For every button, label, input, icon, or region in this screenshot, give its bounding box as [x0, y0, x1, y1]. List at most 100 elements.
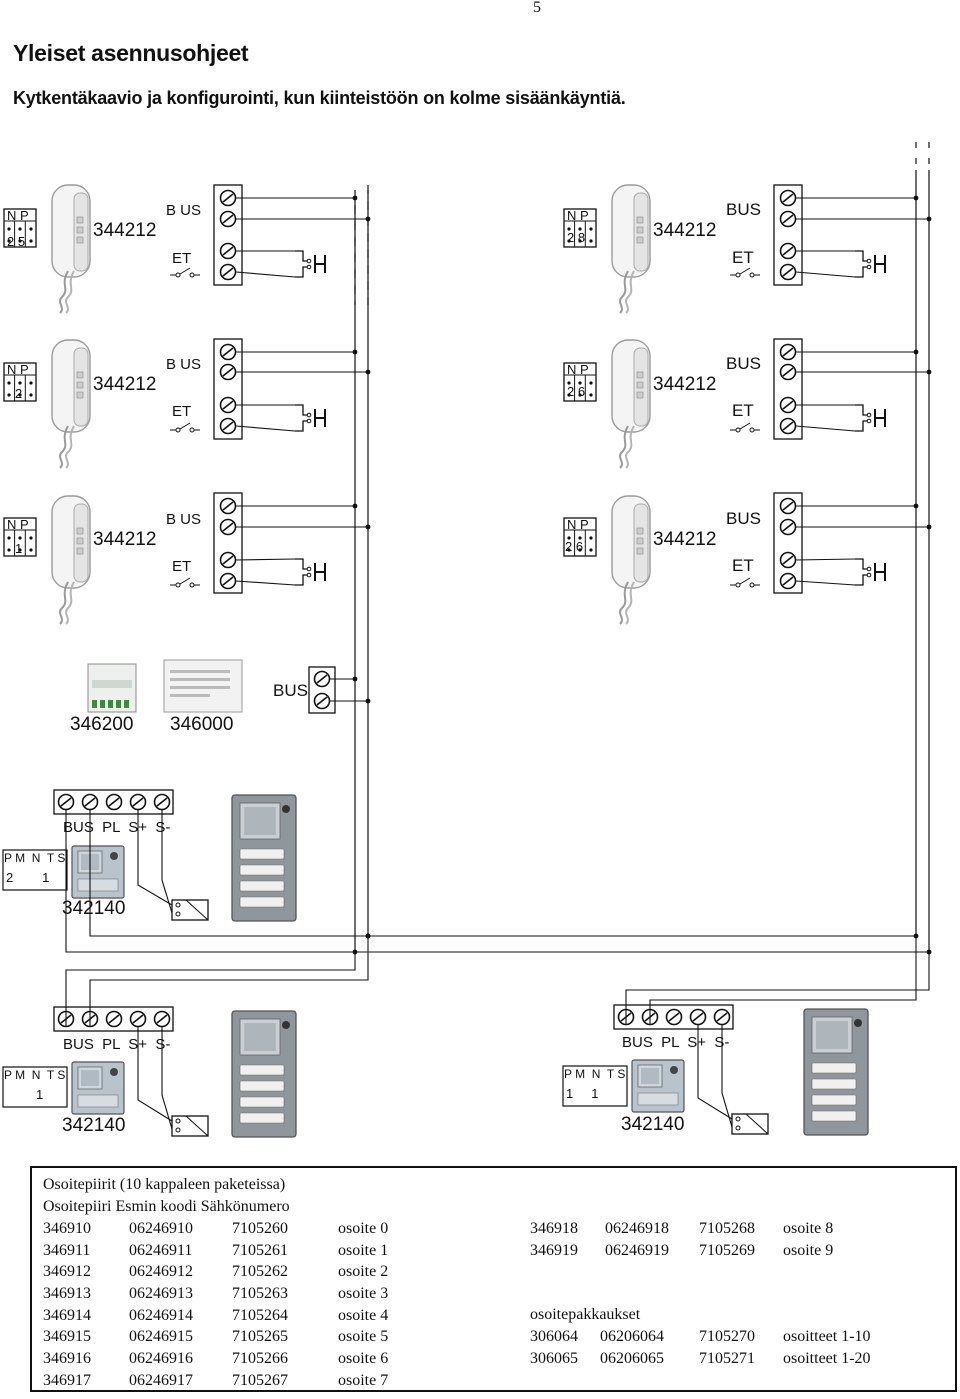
table-row: 306065 06206065 7105271 osoitteet 1-20 [530, 1350, 893, 1372]
page-title: Yleiset asennusohjeet [13, 40, 249, 66]
handset-model: 344212 [653, 529, 716, 550]
terminal-labels: BUS PL S+ S- [622, 1034, 729, 1051]
table-cell: osoite 2 [338, 1263, 389, 1281]
np-label: N P [7, 362, 29, 377]
table-cell: 06246916 [129, 1350, 193, 1368]
table-cell: 7105265 [232, 1328, 288, 1346]
table-cell: 346918 [530, 1220, 578, 1237]
table-cell: 7105266 [232, 1350, 288, 1368]
np-values: 1 [15, 541, 22, 556]
table-cell: 06246915 [129, 1328, 193, 1346]
table-cell: 06246910 [129, 1220, 193, 1237]
legend-columns-heading: Osoitepiiri Esmin koodi Sähkönumero [43, 1198, 290, 1215]
pmnts-values: 1 [36, 1087, 43, 1102]
entrance-panel-2: BUS PL S+ S- P M N T S 1 342140 [2, 936, 369, 1138]
table-cell: 346914 [43, 1306, 91, 1324]
table-cell: 7105261 [232, 1241, 288, 1259]
dashed-continuation-left [354, 185, 369, 305]
bus-label: B US [166, 356, 201, 373]
bus-wires-left [354, 190, 369, 952]
table-cell: 06246912 [129, 1263, 193, 1281]
entrance-panel-1: BUS PL S+ S- P M N T S 2 1 342140 [2, 789, 932, 955]
table-cell: osoite 1 [338, 1241, 389, 1259]
pmnts-label: P M N T S [4, 1068, 65, 1082]
table-cell: 346910 [43, 1220, 91, 1237]
table-cell: osoite 9 [783, 1241, 834, 1259]
dashed-continuation-right [915, 142, 930, 170]
table-cell: osoite 6 [338, 1350, 389, 1368]
table-cell: 06246913 [129, 1285, 193, 1303]
np-label: N P [7, 517, 29, 532]
packages-title: osoitepakkaukset [530, 1306, 641, 1323]
bus-label: BUS [726, 200, 761, 219]
table-cell: 7105262 [232, 1263, 288, 1281]
table-cell: 7105270 [699, 1328, 755, 1345]
entrance-panel-3: BUS PL S+ S- P M N T S 1 1 342140 [562, 936, 930, 1136]
panel-model: 342140 [621, 1114, 684, 1135]
address-table-left: 346910 06246910 7105260 osoite 0 346911 06246… [43, 1220, 418, 1394]
table-cell: 06206065 [600, 1349, 664, 1367]
np-values: 2 6 [567, 384, 585, 399]
handset-model: 344212 [653, 220, 716, 241]
pmnts-values: 1 1 [566, 1086, 599, 1101]
table-cell: 346915 [43, 1328, 91, 1346]
table-cell: 06246919 [605, 1241, 669, 1259]
handset-model: 344212 [93, 529, 156, 550]
power-bus-label: BUS [273, 681, 308, 700]
table-cell: 7105268 [699, 1220, 755, 1237]
handset-labels: 344212 N P 2 5 B US ET 344212 N P 2 B US… [7, 200, 761, 575]
table-cell: osoite 0 [338, 1220, 389, 1237]
address-legend: Osoitepiirit (10 kappaleen paketeissa) O… [30, 1166, 957, 1392]
wiring-diagram: 344212 N P 2 5 B US ET 344212 N P 2 B US… [2, 142, 932, 1138]
table-row: 346914 06246914 7105264 osoite 4 [43, 1307, 418, 1329]
bus-wires-right [915, 170, 930, 952]
table-cell: 306065 [530, 1349, 578, 1367]
table-row: 346913 06246913 7105263 osoite 3 [43, 1285, 418, 1307]
np-values: 2 6 [565, 539, 583, 554]
table-cell: 06246914 [129, 1306, 193, 1324]
panel-model: 342140 [62, 1115, 125, 1136]
handset-unit [3, 184, 932, 625]
table-cell: 7105260 [232, 1220, 288, 1237]
table-cell: osoite 3 [338, 1285, 389, 1303]
et-label: ET [172, 250, 191, 267]
et-label: ET [732, 556, 754, 575]
et-label: ET [732, 401, 754, 420]
table-cell: 7105269 [699, 1241, 755, 1259]
np-values: 2 8 [567, 230, 585, 245]
table-row: 346910 06246910 7105260 osoite 0 [43, 1220, 418, 1242]
table-cell: 346911 [43, 1241, 91, 1259]
power-module-1-model: 346200 [70, 714, 133, 735]
page-subtitle: Kytkentäkaavio ja konfigurointi, kun kii… [13, 88, 626, 108]
pmnts-label: P M N T S [4, 851, 65, 865]
panel-model: 342140 [62, 898, 125, 919]
table-cell: osoite 4 [338, 1306, 389, 1324]
table-cell: 7105271 [699, 1349, 755, 1367]
handset-model: 344212 [653, 374, 716, 395]
handset-model: 344212 [93, 374, 156, 395]
table-cell: osoitteet 1-10 [783, 1328, 871, 1345]
table-cell: 06206064 [600, 1328, 664, 1345]
np-label: N P [567, 208, 589, 223]
np-label: N P [567, 517, 589, 532]
np-label: N P [7, 208, 29, 223]
np-values: 2 5 [7, 234, 25, 249]
pmnts-values: 2 1 [6, 870, 49, 885]
table-cell: 06246918 [605, 1220, 669, 1237]
table-cell: 346913 [43, 1285, 91, 1303]
table-cell: 7105263 [232, 1285, 288, 1303]
bus-label: B US [166, 511, 201, 528]
et-label: ET [172, 403, 191, 420]
bus-label: B US [166, 202, 201, 219]
table-cell: 7105264 [232, 1306, 288, 1324]
table-cell: 06246917 [129, 1371, 193, 1389]
table-cell: osoitteet 1-20 [783, 1349, 871, 1367]
table-cell: 346917 [43, 1371, 91, 1389]
